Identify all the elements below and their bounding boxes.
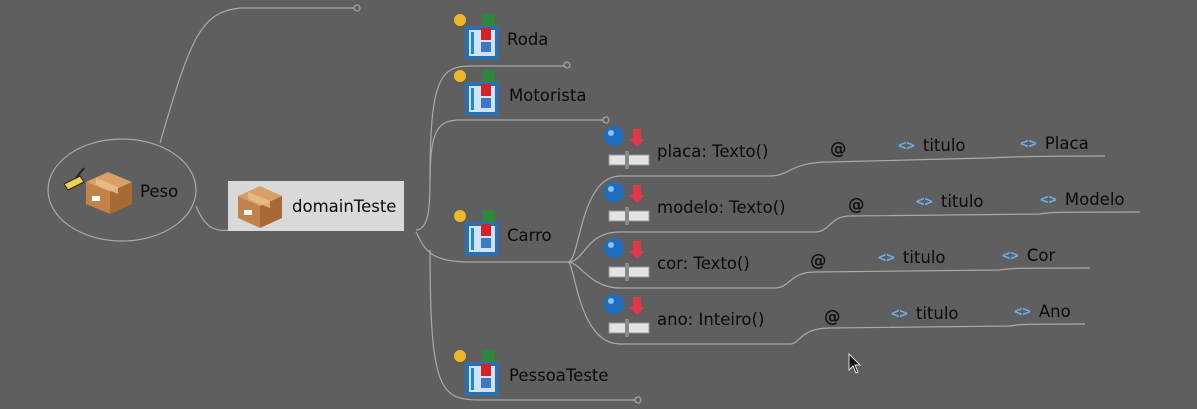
xml-value-cor[interactable]: <> Cor bbox=[1002, 246, 1056, 265]
attribute-label-cor: cor: Texto() bbox=[657, 253, 750, 273]
class-label-motorista: Motorista bbox=[509, 85, 587, 105]
xml-tag-icon: <> bbox=[1040, 191, 1057, 208]
attribute-node-placa[interactable]: placa: Texto() bbox=[603, 125, 769, 171]
xml-value-ano[interactable]: <> Ano bbox=[1014, 302, 1071, 321]
attribute-icon bbox=[604, 294, 650, 337]
class-icon bbox=[454, 210, 499, 256]
attribute-node-modelo[interactable]: modelo: Texto() bbox=[603, 181, 786, 227]
annotation-marker-cor[interactable]: @ bbox=[810, 251, 827, 270]
xml-tag-icon: <> bbox=[878, 249, 895, 266]
xml-tag-icon: <> bbox=[891, 305, 908, 322]
xml-tag-icon: <> bbox=[1014, 303, 1031, 320]
attribute-label-modelo: modelo: Texto() bbox=[657, 197, 786, 217]
mouse-cursor-icon bbox=[848, 353, 862, 374]
class-icon bbox=[454, 70, 499, 116]
xml-key-ano[interactable]: <> titulo bbox=[891, 304, 959, 323]
xml-value-placa[interactable]: <> Placa bbox=[1020, 134, 1089, 153]
annotation-marker-ano[interactable]: @ bbox=[824, 307, 841, 326]
annotation-marker-placa[interactable]: @ bbox=[830, 139, 847, 158]
clipped-node[interactable] bbox=[240, 0, 280, 6]
attribute-icon bbox=[604, 182, 650, 225]
root-label: Peso bbox=[140, 181, 179, 201]
xml-key-modelo[interactable]: <> titulo bbox=[916, 192, 984, 211]
xml-key-placa[interactable]: <> titulo bbox=[898, 136, 966, 155]
xml-value-modelo[interactable]: <> Modelo bbox=[1040, 190, 1125, 209]
class-label-pessoateste: PessoaTeste bbox=[509, 365, 609, 385]
root-node[interactable]: Peso bbox=[62, 166, 178, 216]
xml-key-cor[interactable]: <> titulo bbox=[878, 248, 946, 267]
class-label-roda: Roda bbox=[507, 29, 549, 49]
selected-package-node[interactable]: domainTeste bbox=[228, 181, 405, 231]
class-node-carro[interactable]: Carro bbox=[453, 208, 552, 258]
class-node-roda[interactable]: Roda bbox=[453, 12, 548, 62]
attribute-label-placa: placa: Texto() bbox=[657, 141, 769, 161]
attribute-node-cor[interactable]: cor: Texto() bbox=[603, 237, 750, 283]
class-node-motorista[interactable]: Motorista bbox=[453, 68, 586, 118]
paint-tool-icon bbox=[240, 0, 280, 6]
xml-tag-icon: <> bbox=[1020, 135, 1037, 152]
class-icon bbox=[454, 14, 499, 60]
xml-tag-icon: <> bbox=[916, 193, 933, 210]
xml-tag-icon: <> bbox=[1002, 247, 1019, 264]
attribute-label-ano: ano: Inteiro() bbox=[657, 309, 765, 329]
package-box-icon bbox=[63, 167, 132, 214]
attribute-icon bbox=[604, 126, 650, 169]
class-icon bbox=[454, 350, 499, 396]
paint-tool-icon bbox=[63, 167, 85, 191]
attribute-icon bbox=[604, 238, 650, 281]
class-label-carro: Carro bbox=[507, 225, 552, 245]
class-node-pessoateste[interactable]: PessoaTeste bbox=[453, 348, 609, 398]
attribute-node-ano[interactable]: ano: Inteiro() bbox=[603, 293, 764, 339]
annotation-marker-modelo[interactable]: @ bbox=[848, 195, 865, 214]
selected-package-label: domainTeste bbox=[292, 196, 397, 216]
package-box-icon bbox=[238, 186, 282, 228]
xml-tag-icon: <> bbox=[898, 137, 915, 154]
